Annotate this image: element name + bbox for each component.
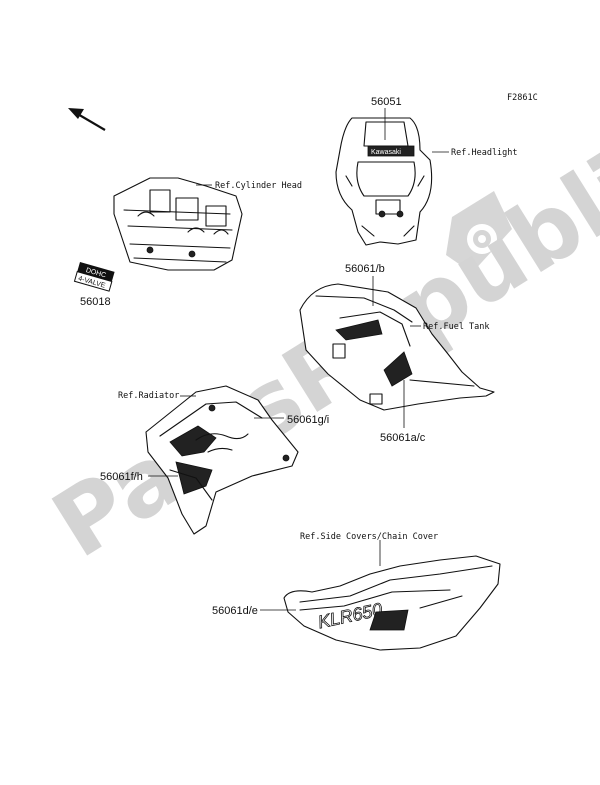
part-number-56061fh: 56061f/h [100, 471, 143, 483]
part-number-56061de: 56061d/e [212, 605, 258, 617]
part-number-56061b: 56061/b [345, 263, 385, 275]
ref-side-covers-label: Ref.Side Covers/Chain Cover [300, 532, 438, 542]
direction-arrow-icon [68, 108, 106, 131]
ref-headlight-label: Ref.Headlight [451, 148, 518, 158]
valve-decal: DOHC 4-VALVE [73, 262, 115, 292]
radiator-shroud [145, 385, 299, 535]
ref-fuel-tank-label: Ref.Fuel Tank [423, 322, 490, 332]
gear-watermark-icon [446, 191, 512, 273]
figure-code: F2861C [507, 93, 538, 103]
headlight-badge: Kawasaki [371, 149, 401, 156]
part-number-56061ac: 56061a/c [380, 432, 426, 444]
cylinder-head [113, 177, 243, 271]
headlight-cowl: Kawasaki [335, 117, 433, 246]
side-cover: KLR650 [283, 555, 501, 651]
part-number-56018: 56018 [80, 296, 111, 308]
ref-cylinder-head-label: Ref.Cylinder Head [215, 181, 302, 191]
fuel-tank [299, 283, 495, 411]
part-number-56051: 56051 [371, 96, 402, 108]
ref-radiator-label: Ref.Radiator [118, 391, 179, 401]
part-number-56061gi: 56061g/i [287, 414, 329, 426]
